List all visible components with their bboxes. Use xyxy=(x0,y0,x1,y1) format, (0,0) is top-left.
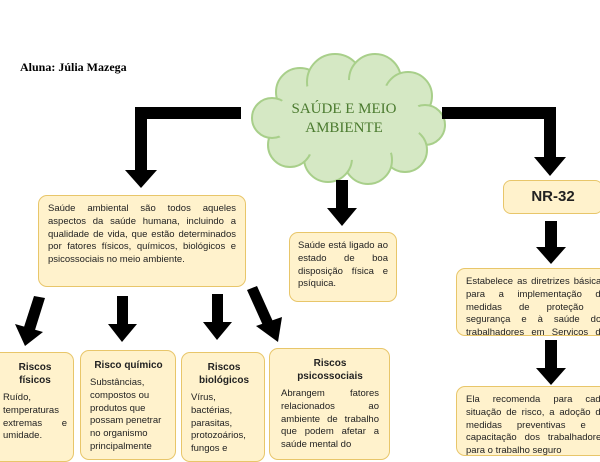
nr32-guideline-box: Estabelece as diretrizes básicas para a … xyxy=(456,268,600,336)
central-topic-line1: SAÚDE E MEIO xyxy=(291,101,397,117)
nr32-box: NR-32 xyxy=(503,180,600,214)
nr32-guideline-text: Estabelece as diretrizes básicas para a … xyxy=(466,276,600,336)
arrow-to-definition xyxy=(125,107,241,188)
nr32-recommendation-box: Ela recomenda para cada situação de risc… xyxy=(456,386,600,456)
arrow-nr-to-guideline xyxy=(536,221,566,264)
arrow-guideline-to-recommend xyxy=(536,340,566,385)
health-box: Saúde está ligado ao estado de boa dispo… xyxy=(289,232,397,302)
risk-psychosocial-title: Riscos psicossociais xyxy=(297,358,363,382)
risk-chemical-box: Risco químico Substâncias, compostos ou … xyxy=(80,350,176,460)
central-topic-line2: AMBIENTE xyxy=(305,119,383,136)
risk-physical-title: Riscos físicos xyxy=(18,362,52,386)
risk-physical-text: Ruído, temperaturas extremas e umidade. xyxy=(3,392,67,442)
risk-psychosocial-text: Abrangem fatores relacionados ao ambient… xyxy=(281,388,379,451)
health-text: Saúde está ligado ao estado de boa dispo… xyxy=(298,240,388,290)
arrow-to-psychosocial xyxy=(247,286,282,342)
arrow-to-nr32 xyxy=(442,107,566,176)
risk-chemical-text: Substâncias, compostos ou produtos que p… xyxy=(90,377,162,453)
arrow-to-chemical xyxy=(108,296,137,342)
risk-chemical-title: Risco químico xyxy=(94,360,163,371)
central-topic: SAÚDE E MEIO AMBIENTE xyxy=(284,100,404,138)
risk-physical-box: Riscos físicos Ruído, temperaturas extre… xyxy=(0,352,74,462)
definition-text: Saúde ambiental são todos aqueles aspect… xyxy=(48,203,236,266)
risk-psychosocial-box: Riscos psicossociais Abrangem fatores re… xyxy=(269,348,390,460)
diagram-connectors xyxy=(15,53,566,385)
risk-biological-box: Riscos biológicos Vírus, bactérias, para… xyxy=(181,352,265,462)
risk-biological-text: Vírus, bactérias, parasitas, protozoário… xyxy=(191,392,246,455)
nr32-recommendation-text: Ela recomenda para cada situação de risc… xyxy=(466,394,600,456)
definition-box: Saúde ambiental são todos aqueles aspect… xyxy=(38,195,246,287)
risk-biological-title: Riscos biológicos xyxy=(199,362,249,386)
author-label: Aluna: Júlia Mazega xyxy=(20,60,127,74)
arrow-to-health xyxy=(327,180,357,226)
arrow-to-physical xyxy=(15,296,45,346)
arrow-to-biological xyxy=(203,294,232,340)
